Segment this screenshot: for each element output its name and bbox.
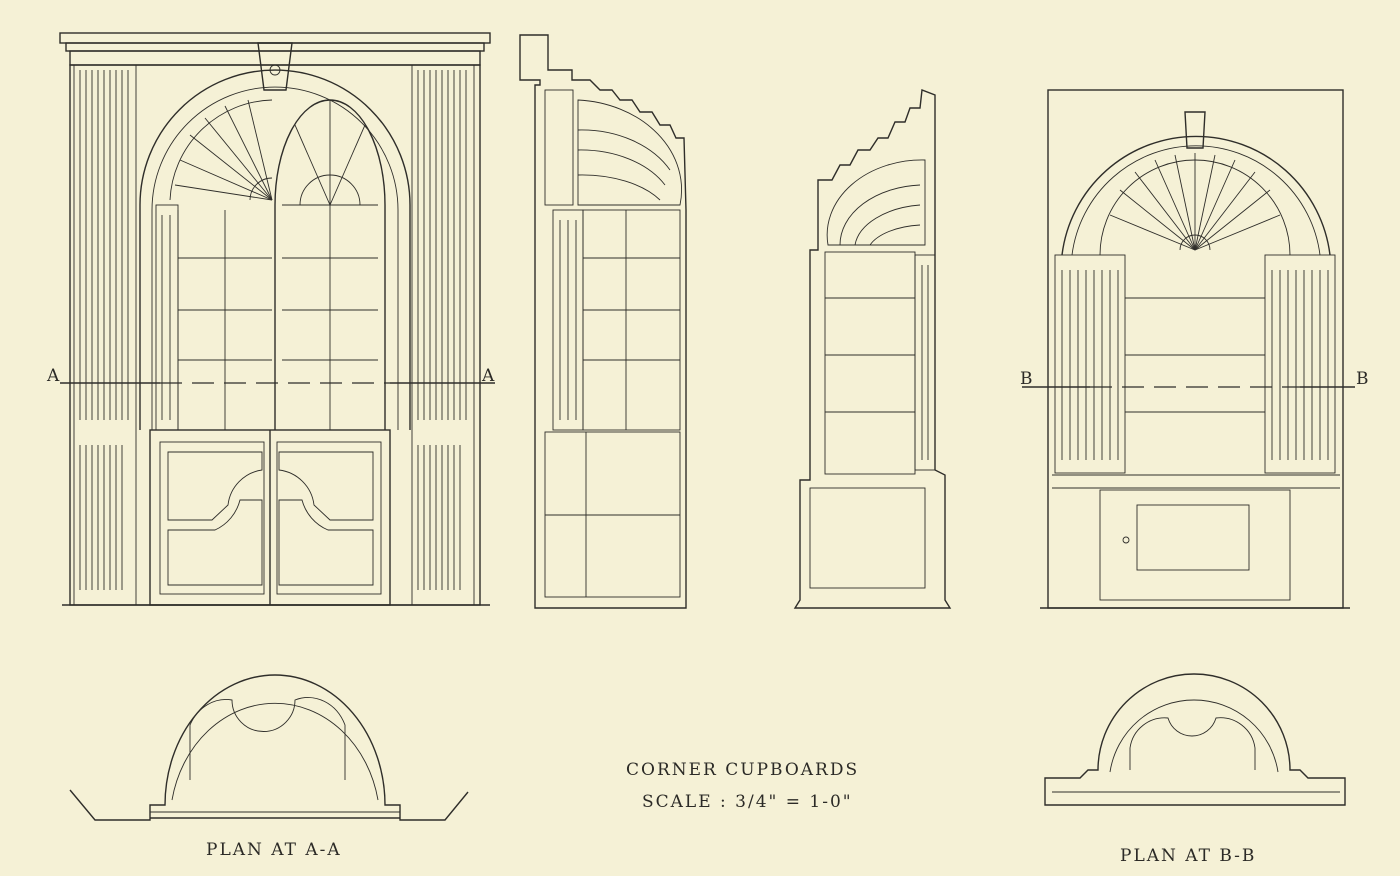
elevation-side-a	[519, 34, 687, 609]
section-a-right-mark: A	[482, 366, 497, 386]
elevation-front-a	[59, 32, 495, 606]
elevation-corner-b	[793, 89, 952, 609]
section-a-left-mark: A	[47, 366, 62, 386]
plan-a-a	[69, 674, 469, 821]
section-b-right-mark: B	[1356, 369, 1371, 389]
plan-a-label: PLAN AT A-A	[206, 840, 342, 860]
plan-b-label: PLAN AT B-B	[1120, 846, 1257, 866]
section-b-left-mark: B	[1020, 369, 1035, 389]
drawing-title: CORNER CUPBOARDS	[626, 760, 860, 780]
elevation-front-b	[1022, 89, 1355, 609]
plan-b-b	[1044, 673, 1346, 806]
drawing-scale: SCALE : 3/4" = 1-0"	[642, 792, 853, 812]
